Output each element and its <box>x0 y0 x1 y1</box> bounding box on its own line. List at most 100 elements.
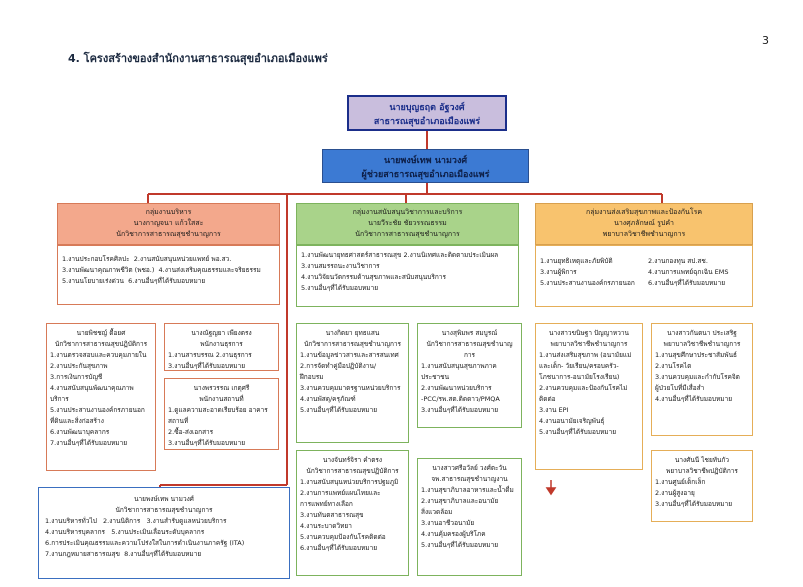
subunit-duty-item: 7.งานอื่นๆที่ได้รับมอบหมาย <box>50 439 128 447</box>
subunit-duty-item: 3.งาน EPI <box>539 406 569 414</box>
subunit-box: นางศันนี ไชยทันกัวพยาบาลวิชาชีพปฏิบัติกา… <box>651 450 753 522</box>
subunit-duty-item: 2.งานพัฒนาหน่วยบริการ <box>421 384 492 392</box>
subunit-duty-item: 1.งานข้อมูลข่าวสารและสารสนเทศ <box>300 351 399 359</box>
page-number: 3 <box>762 34 769 47</box>
subunit-box: นางสาวขนิษฐา ปัญญาหวานพยาบาลวิชาชีพชำนาญ… <box>535 323 643 470</box>
duty-item: 1.งานพัฒนายุทธศาสตร์สาธารณสุข <box>301 251 402 259</box>
subunit-duty-item: 2.งานประกันสุขภาพ <box>50 362 108 370</box>
duty-item: 4.งานการแพทย์ฉุกเฉิน EMS <box>648 268 729 276</box>
head-name: นายบุญธฤต อัฐวงศ์ <box>389 103 465 113</box>
subunit-duty-item: 2.งานโรคไต <box>655 362 692 370</box>
subunit-staff-name: นางพรวรรณ เกตุศรี <box>193 384 250 392</box>
duty-row: 4.งานวิจัยนวัตกรรมด้านสุขภาพและสนับสนุนบ… <box>301 272 514 283</box>
deputy-position: ผู้ช่วยสาธารณสุขอำเภอเมืองแพร่ <box>361 170 490 180</box>
duty-item: 2.งานนิเทศและติดตามประเมินผล <box>403 251 499 259</box>
subunit-staff-name: นางสาวศรีอวัลย์ วงศ์ตะวัน <box>432 464 507 472</box>
duty-item: 5.งานประสานงานองค์กรภายนอก <box>540 279 635 287</box>
duty-item: 4.งานส่งเสริมคุณธรรมและจริยธรรม <box>158 266 261 274</box>
subunit-box: นางจันทร์จิรา คำตรงนักวิชาการสาธารณสุขปฏ… <box>296 450 409 576</box>
subunit-duty-item: 2.งานสุขาภิบาลและอนามัย <box>421 497 499 505</box>
duty-item: 4.งานวิจัยนวัตกรรมด้านสุขภาพและสนับสนุนบ… <box>301 273 446 281</box>
duty-row: 1.งานยุทธิเหตุและภัยพิบัติ2.งานกองทุน สป… <box>540 256 748 267</box>
subunit-staff-position: พยาบาลวิชาชีพปฏิบัติการ <box>666 467 738 475</box>
subunit-staff-position: พยาบาลวิชาชีพชำนาญการ <box>663 340 741 348</box>
subunit-duty-item: 3.การเงินการบัญชี <box>50 373 103 381</box>
subunit-duty-item: 1.งานสารบรรณ 2.งานธุรการ <box>168 351 252 359</box>
duty-item: 4.งานบริหารบุคลากร <box>45 528 106 536</box>
subunit-duty-item: 3.งานอื่นๆที่ได้รับมอบหมาย <box>655 500 733 508</box>
subunit-duty-item: 1.ดูแลความสะอาดเรียบร้อย อาคาร <box>168 406 268 414</box>
subunit-duty-item: ฝึกอบรม <box>300 373 324 381</box>
group-position: นักวิชาการสาธารณสุขชำนาญการ <box>116 230 221 238</box>
subunit-box: นายพิชชญ์ ตื้อยศนักวิชาการสาธารณสุขปฏิบั… <box>46 323 156 471</box>
duty-row: 3.งานพัฒนาคุณภาพชีวิต (พชอ.) 4.งานส่งเสร… <box>62 265 275 276</box>
subunit-duty-item: บริการ <box>50 395 69 403</box>
subunit-duty-item: 4.งานสนับสนุนพัฒนาคุณภาพ <box>50 384 134 392</box>
group-position: พยาบาลวิชาชีพชำนาญการ <box>602 230 686 238</box>
subunit-duty-item: 1.งานสุขาภิบาลอาหารและน้ำดื่ม <box>421 486 514 494</box>
group-name: กลุ่มงานสนับสนุนวิชาการและบริการ <box>352 208 463 216</box>
duty-row: 5.งานประสานงานองค์กรภายนอก 6.งานอื่นๆที่ไ… <box>540 278 748 289</box>
subunit-duty-item: ที่ดินและสิ่งก่อสร้าง <box>50 417 104 425</box>
duty-row: 1.งานพัฒนายุทธศาสตร์สาธารณสุข 2.งานนิเทศ… <box>301 250 514 261</box>
subunit-duty-item: 5.งานประสานงานองค์กรภายนอก <box>50 406 145 414</box>
admin-row: 4.งานบริหารบุคลากร 5.งานประเมินเลื่อนระด… <box>45 527 283 538</box>
subunit-box: นางกิตยา ยุทธแสนนักวิชาการสาธารณสุขชำนาญ… <box>296 323 409 443</box>
duty-item: 3.งานสำรับดูแลหน่วยบริการ <box>146 517 227 525</box>
duty-item: 6.งานอื่นๆที่ได้รับมอบหมาย <box>128 277 206 285</box>
subunit-duty-item: 1.งานศูนย์เด็กเล็ก <box>655 478 706 486</box>
duty-item: 1.งานยุทธิเหตุและภัยพิบัติ <box>540 257 613 265</box>
duty-item: 6.การประเมินคุณธรรมและความโปร่งใสในการดำ… <box>45 539 245 547</box>
subunit-box: นางสุพิมพร สมบูรณ์นักวิชาการสาธารณสุขชำน… <box>417 323 522 428</box>
duty-item: 1.งานบริหารทั่วไป <box>45 517 97 525</box>
subunit-staff-name: นางณัฐญยา เพียงตรง <box>191 329 252 337</box>
duty-item: 1.งานประกอบโรคศิลปะ <box>62 255 130 263</box>
subunit-duty-item: 3.งานควบคุมมาตรฐานหน่วยบริการ <box>300 384 401 392</box>
subunit-duty-item: 4.งานคุ้มครองผู้บริโภค <box>421 530 486 538</box>
subunit-duty-item: 1.งานส่งเสริมสุขภาพ (อนามัยแม่ <box>539 351 632 359</box>
subunit-duty-item: 6.งานอื่นๆที่ได้รับมอบหมาย <box>300 544 378 552</box>
subunit-duty-item: ผู้ป่วยโบที่มีเสื่อสำ <box>655 384 705 392</box>
subunit-duty-item: โภชนาการ-อนามัยโรงเรียน) <box>539 373 620 381</box>
duty-item: 6.งานอื่นๆที่ได้รับมอบหมาย <box>648 279 726 287</box>
group-duties-support: 1.งานพัฒนายุทธศาสตร์สาธารณสุข 2.งานนิเทศ… <box>296 245 519 307</box>
subunit-duty-item: 3.งานทันตสาธารณสุข <box>300 511 364 519</box>
admin-row: 7.งานกฎหมายสาธารณสุข 8.งานอื่นๆที่ได้รับ… <box>45 549 283 560</box>
subunit-duty-item: 5.งานอื่นๆที่ได้รับมอบหมาย <box>539 428 617 436</box>
subunit-duty-item: 2.งานควบคุมและป้องกันโรคไม่ <box>539 384 628 392</box>
admin-staff-box: นายพงษ์เทพ นามวงศ์ นักวิชาการสาธารณสุขชำ… <box>38 487 290 579</box>
duty-item: 2.งานสนับสนุนหน่วยแพทย์ พอ.สว. <box>133 255 232 263</box>
subunit-duty-item: สถานที่ <box>168 417 189 425</box>
duty-row: 5.งานอื่นๆที่ได้รับมอบหมาย <box>301 283 514 294</box>
group-duties-admin: 1.งานประกอบโรคศิลปะ 2.งานสนับสนุนหน่วยแพ… <box>57 245 280 305</box>
subunit-duty-item: 1.งานตรวจสอบและควบคุมภายใน <box>50 351 147 359</box>
subunit-staff-name: นางกิตยา ยุทธแสน <box>325 329 380 337</box>
subunit-duty-item: 1.งานสุขศึกษาประชาสัมพันธ์ <box>655 351 737 359</box>
subunit-staff-position: นักวิชาการสาธารณสุขชำนาญการ <box>303 340 402 348</box>
subunit-duty-item: 4.งานอนามัยเจริญพันธุ์ <box>539 417 605 425</box>
duty-item: 8.งานอื่นๆที่ได้รับมอบหมาย <box>124 550 202 558</box>
group-name: กลุ่มงานส่งเสริมสุขภาพและป้องกันโรค <box>585 208 703 216</box>
subunit-staff-name: นางศันนี ไชยทันกัว <box>674 456 730 464</box>
subunit-staff-position: พนักงานธุรการ <box>200 340 243 348</box>
group-leader: นางกาญจนา แก้วใสสะ <box>133 219 204 227</box>
duty-item: 5.งานอื่นๆที่ได้รับมอบหมาย <box>301 284 379 292</box>
duty-item: 5.งานนโยบายเร่งด่วน <box>62 277 124 285</box>
subunit-duty-item: 4.งานอื่นๆที่ได้รับมอบหมาย <box>655 395 733 403</box>
subunit-staff-name: นางสาวกันตนา ประเสริฐ <box>667 329 737 337</box>
subunit-box: นางสาวศรีอวัลย์ วงศ์ตะวันจพ.สาธารณสุขชำน… <box>417 458 522 576</box>
deputy-box: นายพงษ์เทพ นามวงศ์ ผู้ช่วยสาธารณสุขอำเภอ… <box>322 149 529 183</box>
subunit-duty-item: 3.งานอื่นๆที่ได้รับมอบหมาย <box>421 406 499 414</box>
subunit-duty-item: 3.งานอื่นๆที่ได้รับมอบหมาย <box>168 362 246 370</box>
head-position: สาธารณสุขอำเภอเมืองแพร่ <box>373 117 481 127</box>
duty-item: 3.งานสมรรถนะงานวิชาการ <box>301 262 380 270</box>
subunit-duty-item: สิ่งแวดล้อม <box>421 508 453 516</box>
subunit-duty-item: 2.การจัดทำคู่มือปฏิบัติงาน/ <box>300 362 377 370</box>
duty-item: 3.งานพัฒนาคุณภาพชีวิต (พชอ.) <box>62 266 155 274</box>
subunit-staff-name: นางสาวขนิษฐา ปัญญาหวาน <box>549 329 629 337</box>
head-box: นายบุญธฤต อัฐวงศ์ สาธารณสุขอำเภอเมืองแพร… <box>347 95 507 131</box>
subunit-duty-item: การแพทย์ทางเลือก <box>300 500 353 508</box>
subunit-staff-position: จพ.สาธารณสุขชำนาญงาน <box>431 475 508 483</box>
